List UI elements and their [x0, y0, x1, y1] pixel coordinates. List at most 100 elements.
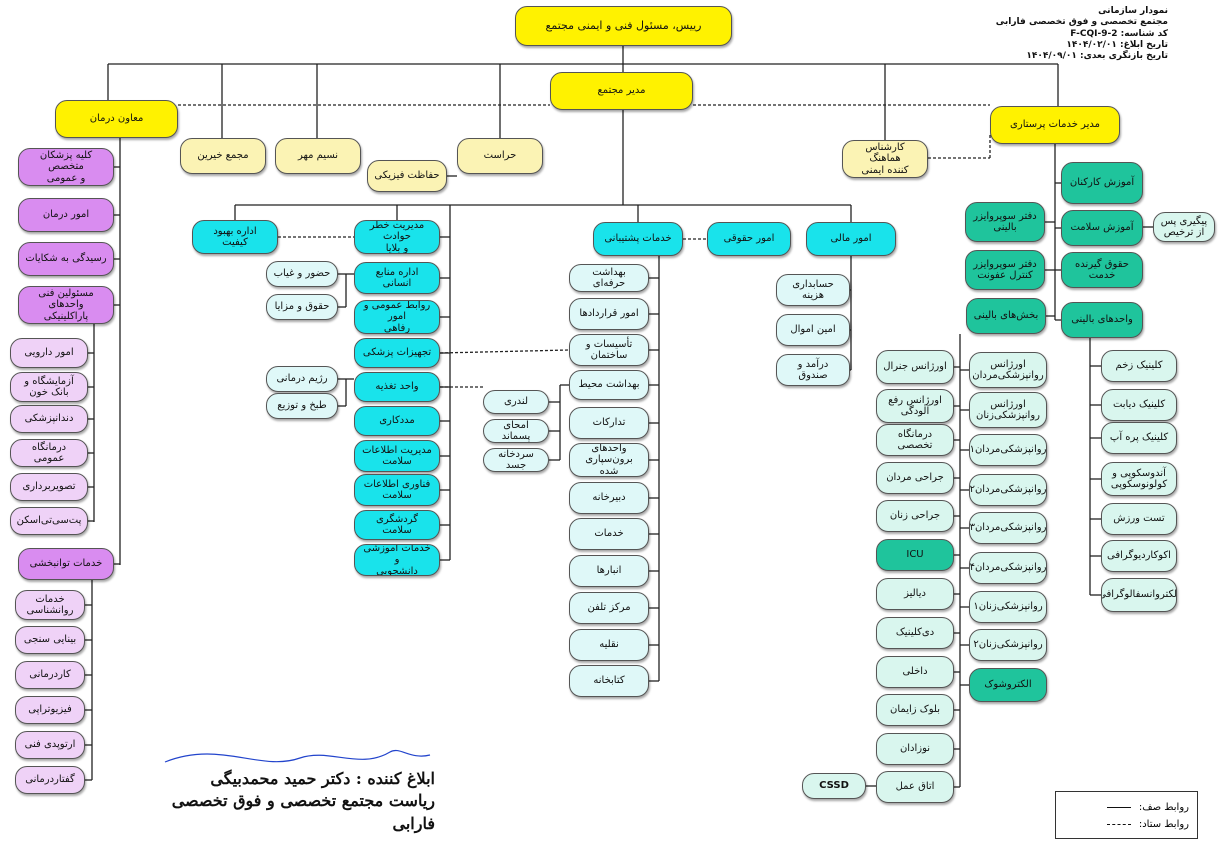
psych-women2-box: روانپزشکی‌زنان۲ [969, 629, 1047, 661]
disaster-box: مدیریت خطر حوادث و بلایا [354, 220, 440, 254]
him-box: مدیریت اطلاعات سلامت [354, 440, 440, 472]
paraclinic-heads-box: مسئولین فنی واحدهای پاراکلینیکی [18, 286, 114, 324]
em-general-box: اورژانس جنرال [876, 350, 954, 384]
document-code: کد شناسه: F-CQI-9-2 [1070, 28, 1168, 39]
general-clinic-box: درمانگاه عمومی [10, 439, 88, 467]
psych-men4-box: روانپزشکی‌مردان۴ [969, 552, 1047, 584]
pre-op-clinic-box: کلینیک پره آپ [1101, 422, 1177, 454]
telephone-box: مرکز تلفن [569, 592, 649, 624]
hr-box: اداره منابع انسانی [354, 262, 440, 294]
signature-flourish [164, 750, 431, 763]
imaging-box: تصویربرداری [10, 473, 88, 501]
lab-box: آزمایشگاه و بانک خون [10, 372, 88, 402]
chart-header: نمودار سازمانی مجتمع تخصصی و فوق تخصصی ف… [996, 6, 1168, 62]
orthotics-box: ارتوپدی فنی [15, 731, 85, 759]
exercise-test-box: تست ورزش [1101, 503, 1177, 535]
contracts-box: امور قراردادها [569, 298, 649, 330]
organization-name: مجتمع تخصصی و فوق تخصصی فارابی [995, 17, 1168, 28]
signature-issuer: ابلاغ کننده : دکتر حمید محمدبیگی [210, 769, 435, 788]
signature-title: ریاست مجتمع تخصصی و فوق تخصصی فارابی [171, 791, 435, 833]
staff-connector-line [439, 349, 570, 354]
cooking-box: طبخ و توزیع [266, 393, 338, 419]
ot-box: کاردرمانی [15, 661, 85, 689]
dentistry-box: دندانپزشکی [10, 405, 88, 433]
benefactors-box: مجمع خیرین [180, 138, 266, 174]
diet-box: رژیم درمانی [266, 366, 338, 392]
clinical-wards-box: بخش‌های بالینی [966, 298, 1046, 334]
morgue-box: سردخانه جسد [483, 448, 549, 472]
clinical-supervisor-box: دفتر سوپروایزر بالینی [965, 202, 1045, 242]
occ-health-box: بهداشت حرفه‌ای [569, 264, 649, 292]
specialty-clinic-box: درمانگاه تخصصی [876, 424, 954, 456]
followup-box: پیگیری پس از ترخیص [1153, 212, 1215, 242]
secretariat-box: دبیرخانه [569, 482, 649, 514]
medical-affairs-box: امور درمان [18, 198, 114, 232]
psychology-box: خدمات روانشناسی [15, 590, 85, 620]
director-box: مدیر مجتمع [550, 72, 693, 110]
em-psych-men-box: اورژانس روانپزشکی‌مردان [969, 352, 1047, 388]
hit-box: فناوری اطلاعات سلامت [354, 474, 440, 506]
seal-box: نسیم مهر [275, 138, 361, 174]
legend-line-item: روابط صف: [1106, 802, 1189, 813]
ceo-box: رییس، مسئول فنی و ایمنی مجتمع [515, 6, 732, 46]
attendance-box: حضور و غیاب [266, 261, 338, 287]
solid-line-icon [1106, 807, 1131, 808]
laundry-box: لندری [483, 390, 549, 414]
review-date: تاریخ بازنگری بعدی: ۱۴۰۴/۰۹/۰۱ [1026, 51, 1168, 61]
physicians-box: کلیه پزشکان متخصص و عمومی [18, 148, 114, 186]
men-surgery-box: جراحی مردان [876, 462, 954, 494]
wound-clinic-box: کلینیک زخم [1101, 350, 1177, 382]
support-box: خدمات پشتیبانی [593, 222, 683, 256]
social-work-box: مددکاری [354, 406, 440, 436]
women-surgery-box: جراحی زنان [876, 500, 954, 532]
pharmacy-box: امور دارویی [10, 338, 88, 368]
day-clinic-box: دی‌کلینیک [876, 617, 954, 649]
or-box: اتاق عمل [876, 771, 954, 803]
em-triage-box: اورژانس رفع آلودگی [876, 389, 954, 423]
staff-training-box: آموزش کارکنان [1061, 162, 1143, 204]
icu-box: ICU [876, 539, 954, 571]
services-box: خدمات [569, 518, 649, 550]
legend-staff-label: روابط ستاد: [1138, 819, 1189, 830]
nursing-manager-box: مدیر خدمات پرستاری [990, 106, 1120, 144]
waste-box: امحای پسماند [483, 419, 549, 443]
property-box: امین اموال [776, 314, 850, 346]
dashed-line-icon [1106, 824, 1131, 825]
echo-box: اکوکاردیوگرافی [1101, 540, 1177, 572]
optometry-box: بینایی سنجی [15, 626, 85, 654]
physical-protection-box: حفاظت فیزیکی [367, 160, 447, 192]
maternity-box: بلوک زایمان [876, 694, 954, 726]
psych-women1-box: روانپزشکی‌زنان۱ [969, 591, 1047, 623]
treatment-deputy-box: معاون درمان [55, 100, 178, 138]
med-equipment-box: تجهیزات پزشکی [354, 338, 440, 368]
rehab-box: خدمات توانبخشی [18, 548, 114, 580]
physio-box: فیزیوتراپی [15, 696, 85, 724]
transport-box: نقلیه [569, 629, 649, 661]
finance-box: امور مالی [806, 222, 896, 256]
em-psych-women-box: اورژانس روانپزشکی‌زنان [969, 392, 1047, 428]
procurement-box: تدارکات [569, 407, 649, 439]
revenue-box: درآمد و صندوق [776, 354, 850, 386]
neonatal-box: نوزادان [876, 733, 954, 765]
patient-rights-box: حقوق گیرنده خدمت [1061, 252, 1143, 288]
complaints-box: رسیدگی به شکایات [18, 242, 114, 276]
pr-box: روابط عمومی و امور رفاهی [354, 300, 440, 334]
chart-title: نمودار سازمانی [1098, 6, 1168, 16]
library-box: کتابخانه [569, 665, 649, 697]
psych-men2-box: روانپزشکی‌مردان۲ [969, 474, 1047, 506]
legal-box: امور حقوقی [707, 222, 791, 256]
health-education-box: آموزش سلامت [1061, 210, 1143, 246]
cost-accounting-box: حسابداری هزینه [776, 274, 850, 306]
safety-expert-box: کارشناس هماهنگ کننده ایمنی [842, 140, 928, 178]
dialysis-box: دیالیز [876, 578, 954, 610]
legend-staff-item: روابط ستاد: [1106, 819, 1189, 830]
env-health-box: بهداشت محیط [569, 370, 649, 400]
speech-box: گفتاردرمانی [15, 766, 85, 794]
legend: روابط صف: روابط ستاد: [1055, 791, 1198, 839]
nutrition-box: واحد تغذیه [354, 372, 440, 402]
education-box: خدمات آموزشی و دانشجویی [354, 544, 440, 576]
salary-box: حقوق و مزایا [266, 294, 338, 320]
internal-box: داخلی [876, 656, 954, 688]
health-tourism-box: گردشگری سلامت [354, 510, 440, 540]
